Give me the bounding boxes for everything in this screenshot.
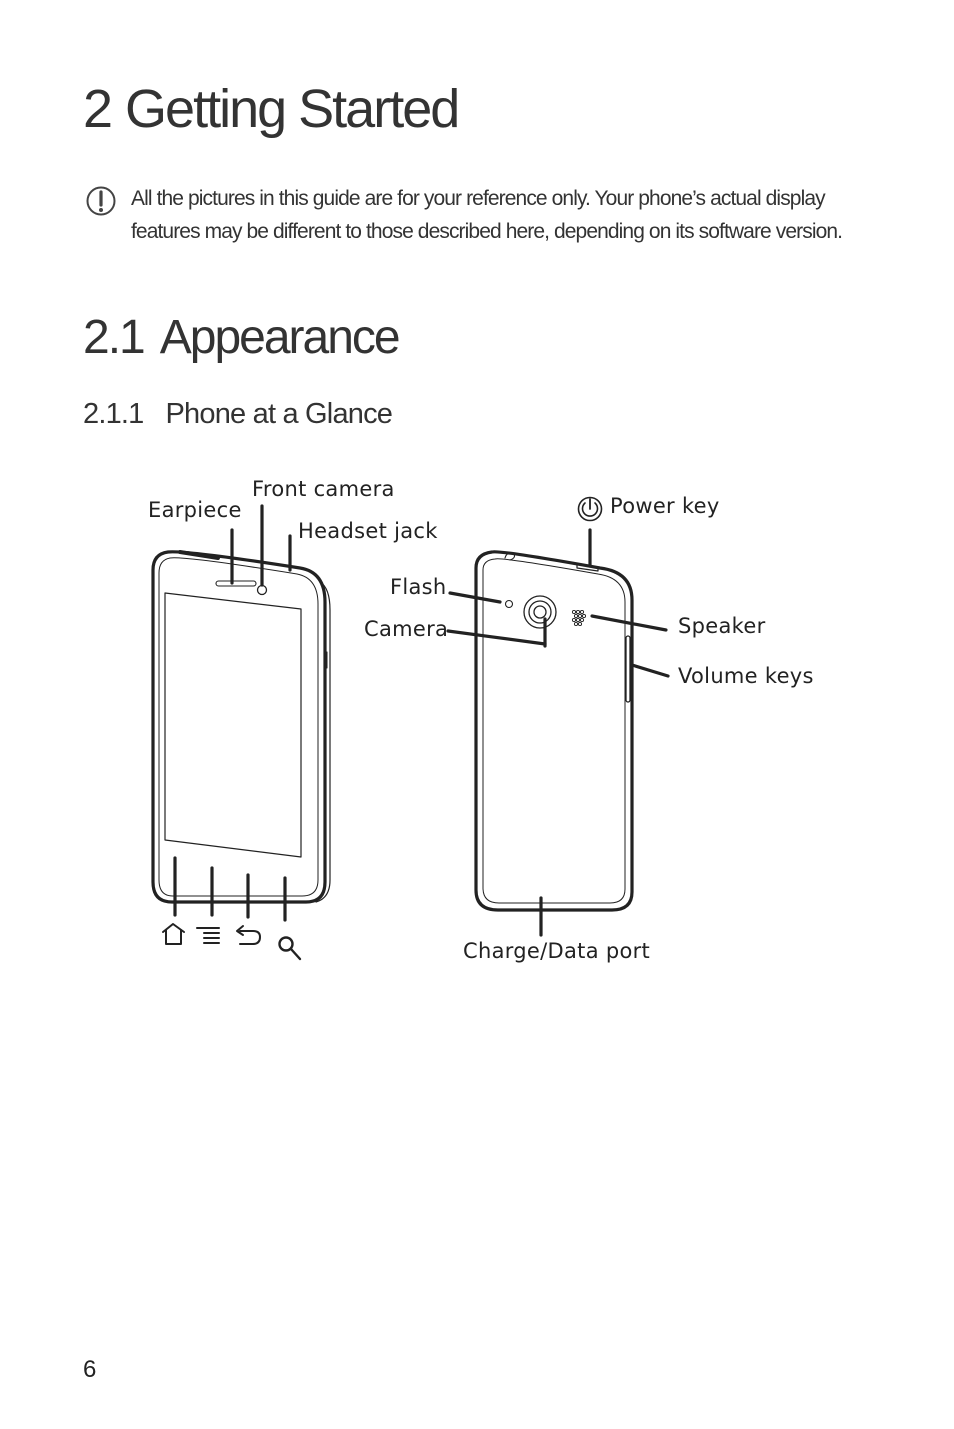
back-icon [236, 925, 261, 945]
note-text: All the pictures in this guide are for y… [131, 187, 843, 243]
headset-jack-label: Headset jack [298, 519, 438, 543]
front-camera-lens [256, 584, 268, 596]
camera-label: Camera [364, 617, 449, 641]
menu-icon [196, 927, 220, 944]
power-icon [577, 496, 603, 522]
phone-diagram: Earpiece Front camera Headset jack Power… [0, 470, 954, 980]
chapter-number: 2 [83, 79, 113, 139]
exclamation-circle-icon [86, 186, 116, 216]
volume-keys-label: Volume keys [678, 664, 814, 688]
charge-data-port-label: Charge/Data port [463, 939, 651, 963]
subsection-title-text: Phone at a Glance [165, 398, 393, 430]
earpiece-slot [215, 580, 257, 587]
home-icon [162, 923, 185, 945]
flash-lens [504, 599, 514, 609]
speaker-label: Speaker [678, 614, 766, 638]
front-camera-label: Front camera [252, 477, 395, 501]
chapter-title-text: Getting Started [125, 79, 460, 139]
subsection-number: 2.1.1 [83, 398, 144, 430]
section-title-text: Appearance [159, 311, 401, 364]
rear-camera-ring [523, 595, 557, 629]
note-box: All the pictures in this guide are for y… [84, 182, 854, 248]
flash-label: Flash [390, 575, 447, 599]
volume-key [625, 635, 631, 703]
back-phone [474, 550, 634, 912]
earpiece-label: Earpiece [148, 498, 242, 522]
power-key-label: Power key [610, 494, 720, 518]
section-number: 2.1 [83, 311, 146, 364]
phone-diagram-drawing [151, 496, 670, 961]
search-icon [278, 936, 302, 961]
page-number: 6 [83, 1356, 97, 1383]
front-phone [151, 550, 331, 904]
subsection-title: 2.1.1 Phone at a Glance [83, 398, 393, 431]
speaker-grille [571, 609, 587, 627]
